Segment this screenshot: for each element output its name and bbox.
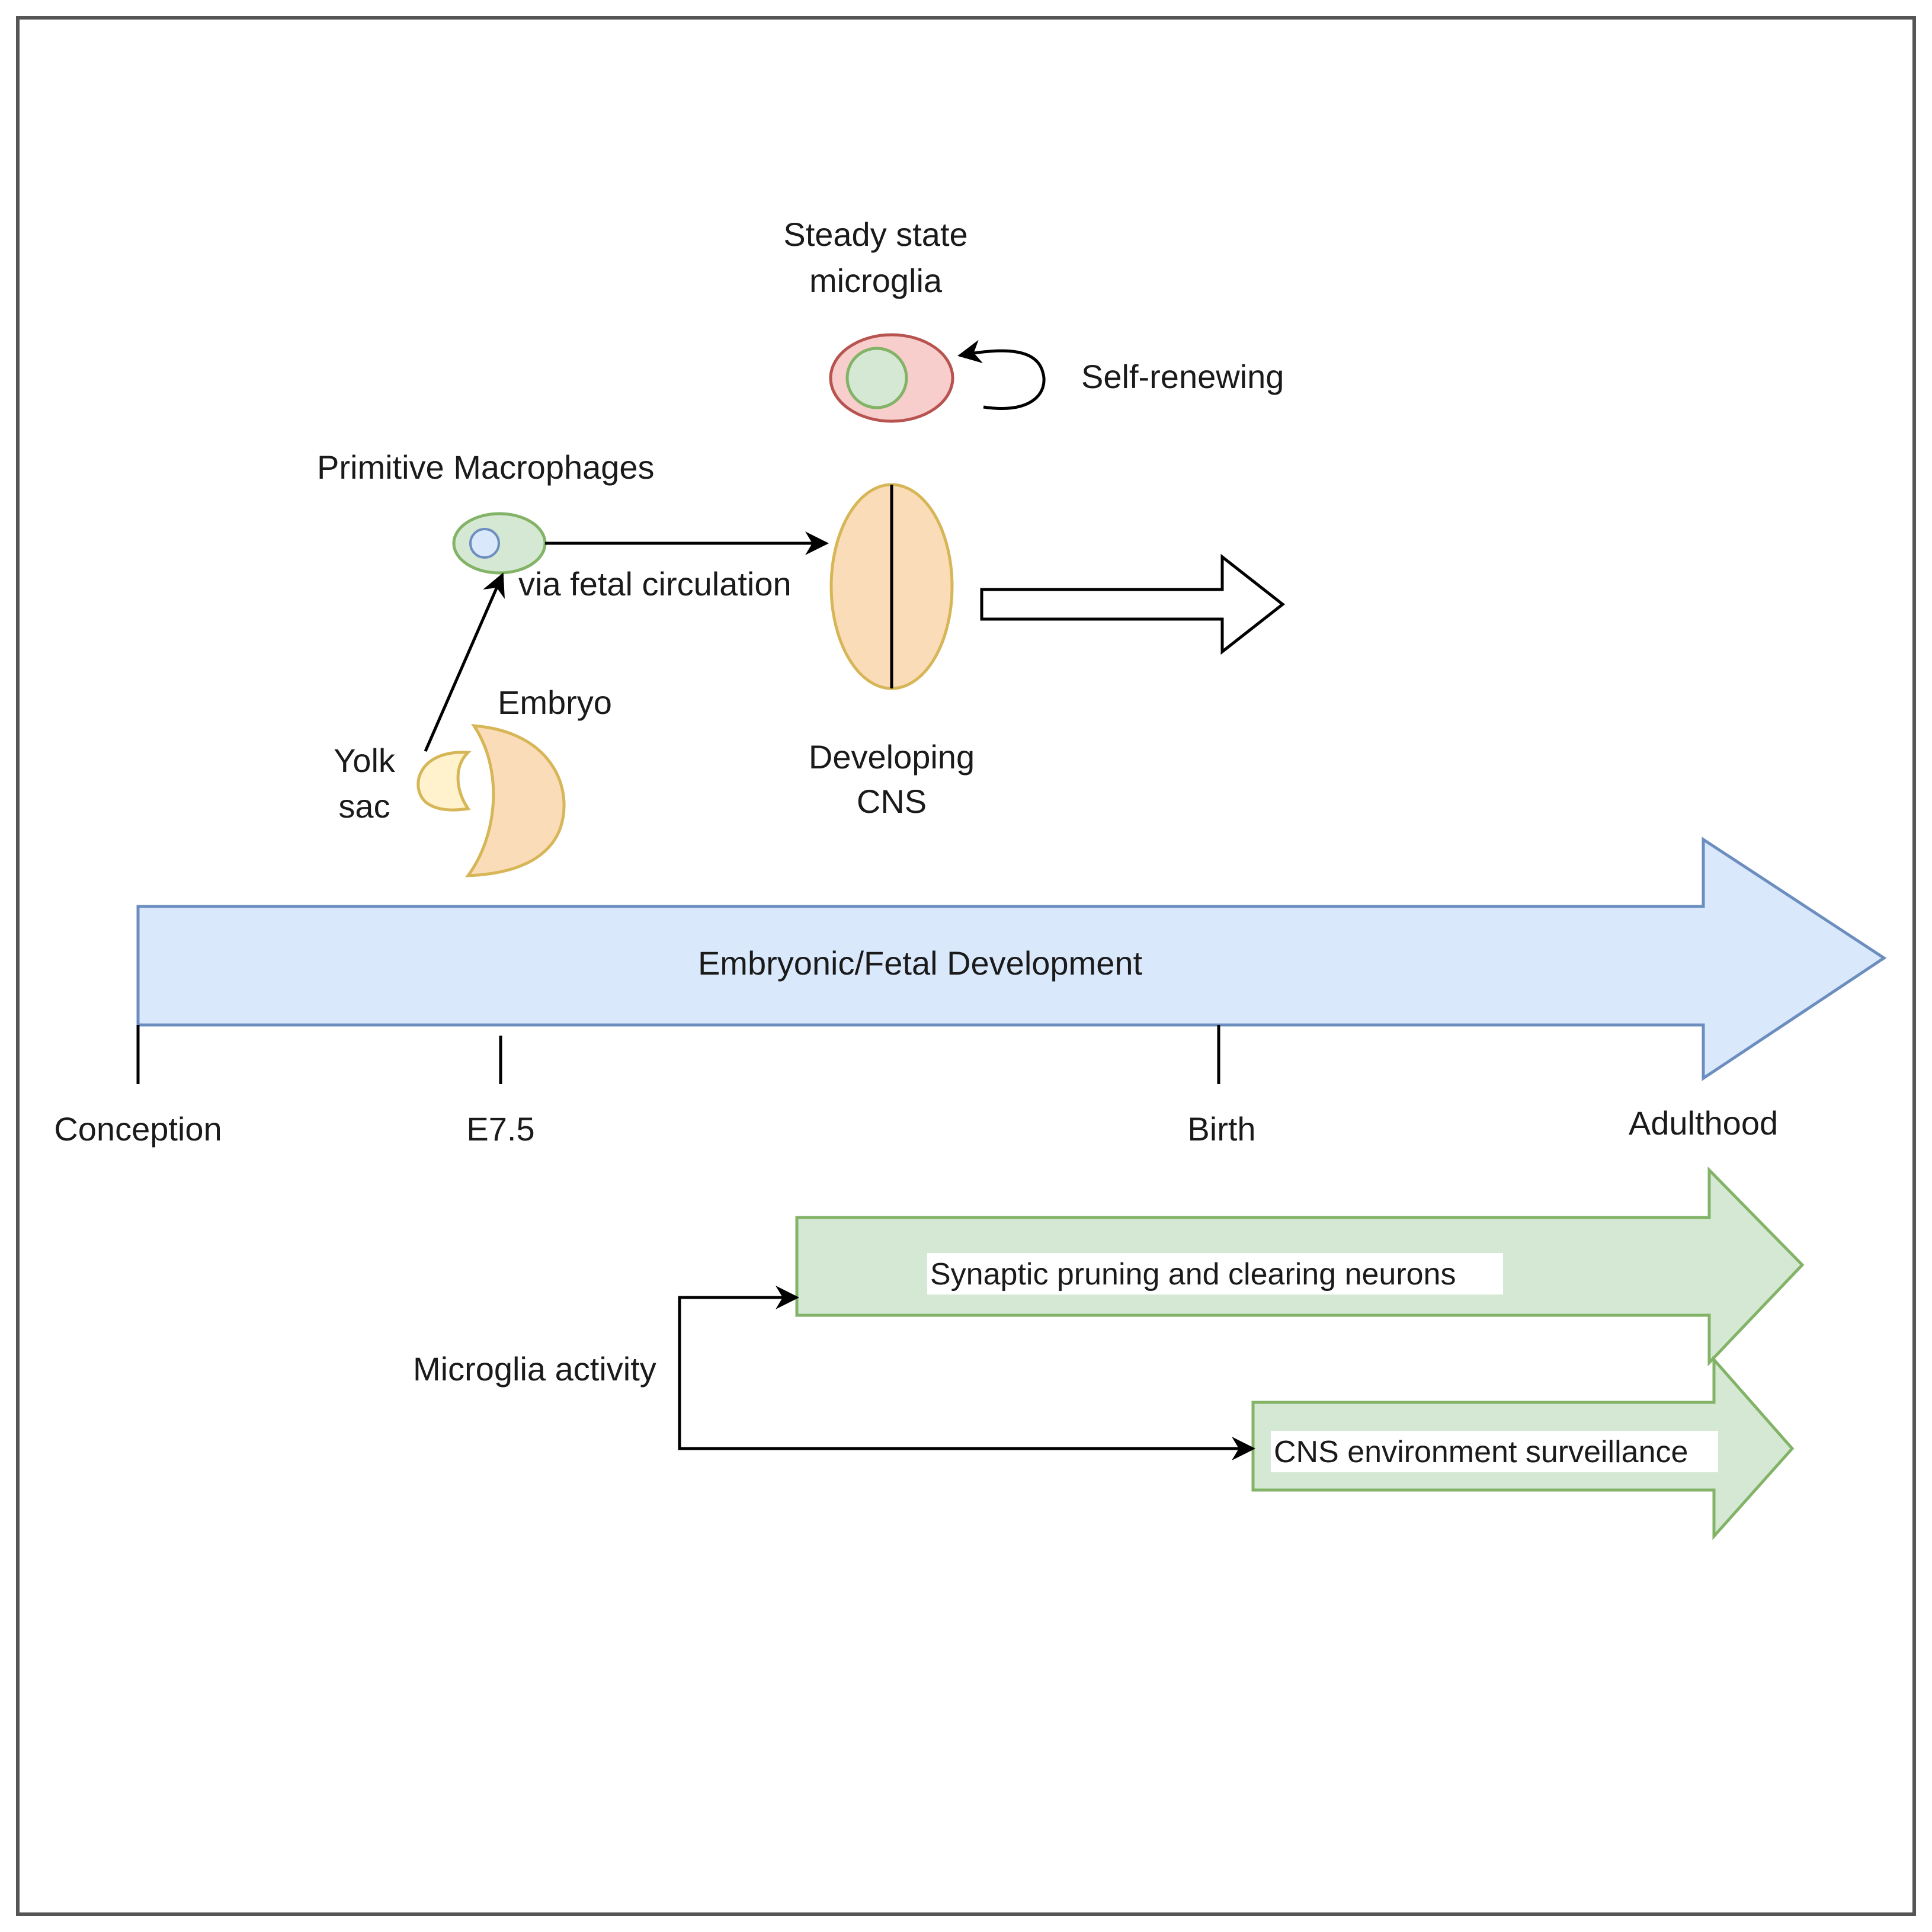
timeline-arrow [136,837,1887,1081]
primitive-macrophages-label: Primitive Macrophages [317,448,655,486]
tick-label-birth: Birth [1187,1110,1255,1148]
developing-cns-shape [829,483,954,690]
embryo-label: Embryo [498,684,612,721]
yolk-sac-label-line1: Yolk [334,742,396,779]
microglia-activity-label: Microglia activity [413,1350,656,1388]
cns-surveillance-label: CNS environment surveillance [1274,1435,1688,1469]
embryo-shape [464,724,566,877]
activity-to-surveillance-connector [678,1297,1255,1460]
yolk-sac-shape [416,751,472,812]
timeline-title: Embryonic/Fetal Development [698,944,1143,982]
synaptic-pruning-label-bg [927,1253,1503,1295]
via-fetal-circulation-label: via fetal circulation [518,565,792,603]
developing-cns-label-line2: CNS [857,783,927,820]
cns-surveillance-label-bg [1271,1431,1718,1472]
primitive-macrophage-cell [452,512,547,575]
yolk-sac-to-macrophage-arrow [424,572,505,752]
self-renewing-loop-arrow [957,339,1046,410]
tick-label-conception: Conception [54,1110,222,1148]
tick-label-e7-5: E7.5 [466,1110,534,1148]
tick-label-adulthood: Adulthood [1629,1104,1778,1142]
self-renewing-label: Self-renewing [1081,358,1284,395]
steady-state-microglia-cell [829,333,954,423]
steady-state-label-line2: microglia [809,262,943,299]
developing-cns-label-line1: Developing [809,738,975,776]
maturation-block-arrow [980,553,1286,655]
yolk-sac-label-line2: sac [338,787,390,825]
steady-state-label-line1: Steady state [783,216,967,253]
synaptic-pruning-label: Synaptic pruning and clearing neurons [930,1257,1456,1292]
